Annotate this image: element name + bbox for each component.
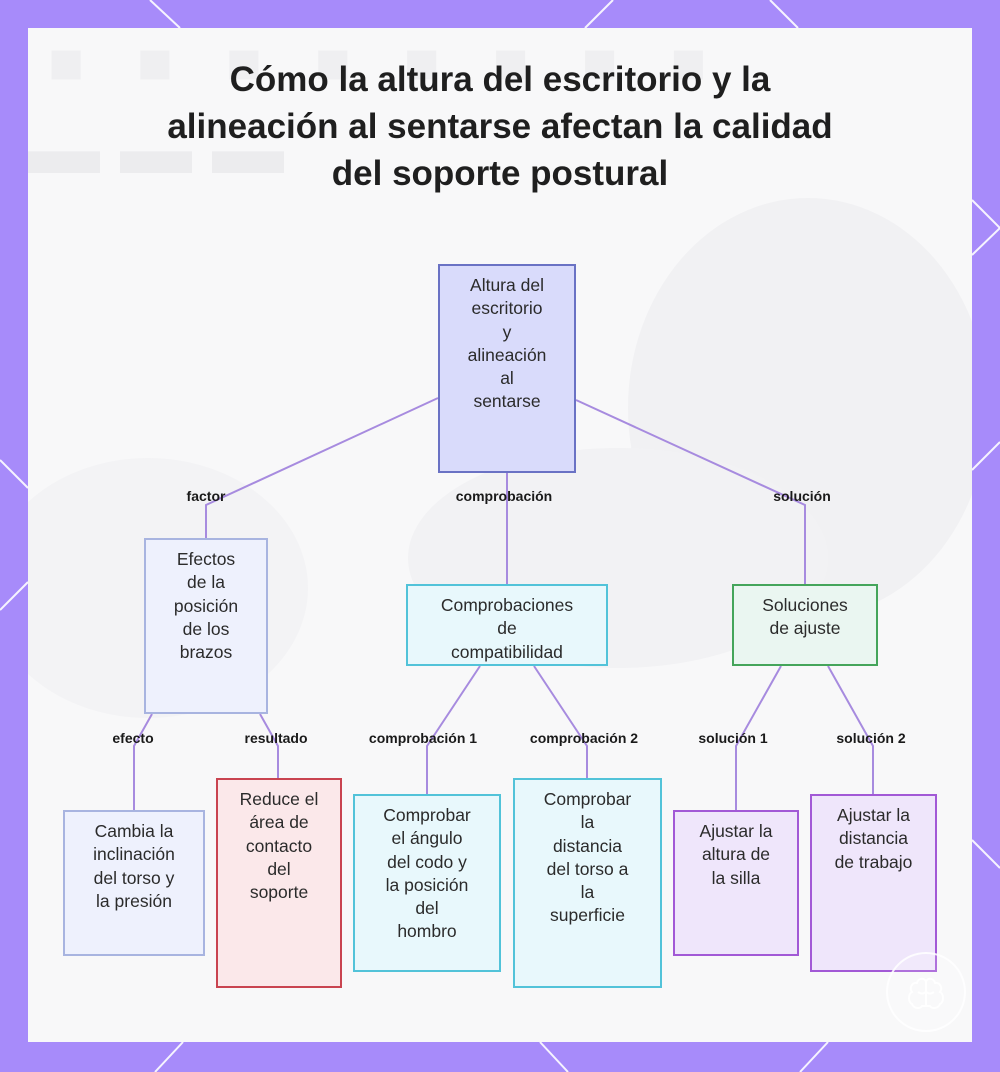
edge-efecto xyxy=(133,713,153,810)
edge-label-comprobacion: comprobación xyxy=(455,488,553,504)
edge-comprobacion-1 xyxy=(426,665,481,794)
diagram-title: Cómo la altura del escritorio y la aline… xyxy=(167,60,833,193)
brain-icon xyxy=(908,977,944,1010)
edge-solucion-1 xyxy=(735,665,782,810)
edge-label-factor: factor xyxy=(186,488,226,504)
edge-label-solucion: solución xyxy=(773,488,831,504)
edge-comprobacion-2 xyxy=(533,665,588,778)
edge-factor xyxy=(205,397,439,538)
background-ghost-text: ■ ■ ■ ■ ■ ■ ■ ■ xyxy=(48,29,725,96)
edge-resultado xyxy=(259,713,279,778)
edge-solucion xyxy=(575,399,806,584)
edge-solucion-2 xyxy=(827,665,874,794)
edge-label-comprobacion-2: comprobación 2 xyxy=(529,730,639,746)
edge-label-solucion-1: solución 1 xyxy=(698,730,768,746)
edge-label-comprobacion-1: comprobación 1 xyxy=(368,730,478,746)
watermark-badge-icon xyxy=(886,952,966,1032)
edge-label-efecto: efecto xyxy=(112,730,154,746)
edge-label-solucion-2: solución 2 xyxy=(836,730,906,746)
background-ghost-text: ▬ ▬ ▬ xyxy=(28,109,285,189)
edge-label-resultado: resultado xyxy=(244,730,308,746)
